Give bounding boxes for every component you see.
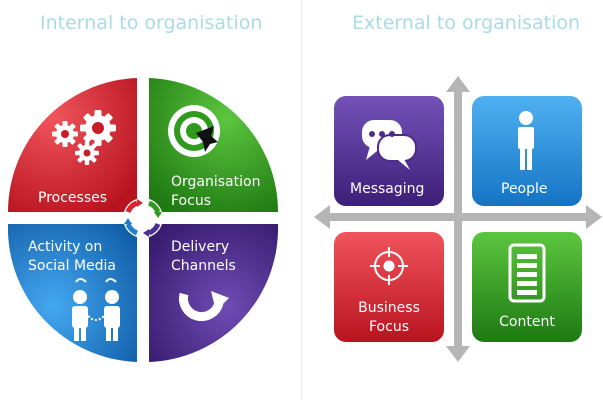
title-external: External to organisation xyxy=(352,12,581,34)
activity-label-1: Activity on xyxy=(28,239,102,255)
messaging-label: Messaging xyxy=(350,181,424,197)
tile-content: Content xyxy=(472,232,582,342)
activity-label-2: Social Media xyxy=(28,258,116,274)
quadrant-processes xyxy=(7,78,137,212)
refresh-arrow-icon xyxy=(178,291,229,322)
people-icon xyxy=(72,278,120,341)
cycle-icon xyxy=(123,198,163,238)
business-focus-label-2: Focus xyxy=(369,319,409,335)
tile-business-focus: Business Focus xyxy=(334,232,444,342)
delivery-label-1: Delivery xyxy=(171,239,229,255)
axes xyxy=(314,76,602,362)
gears-icon xyxy=(52,110,116,165)
people-label: People xyxy=(501,181,548,197)
organisation-focus-label-1: Organisation xyxy=(171,174,260,190)
content-label: Content xyxy=(499,314,555,330)
tile-messaging: Messaging xyxy=(334,96,444,206)
title-internal: Internal to organisation xyxy=(40,12,263,34)
business-focus-label-1: Business xyxy=(358,300,420,316)
target-icon xyxy=(168,105,220,157)
divider xyxy=(301,0,302,400)
delivery-label-2: Channels xyxy=(171,258,236,274)
tile-people: People xyxy=(472,96,582,206)
chat-bubbles-icon xyxy=(362,120,417,170)
crosshair-icon xyxy=(370,247,408,285)
document-icon xyxy=(508,243,546,303)
processes-label: Processes xyxy=(38,190,107,206)
organisation-focus-label-2: Focus xyxy=(171,193,211,209)
person-icon xyxy=(518,111,534,170)
quadrant-activity xyxy=(7,224,138,362)
